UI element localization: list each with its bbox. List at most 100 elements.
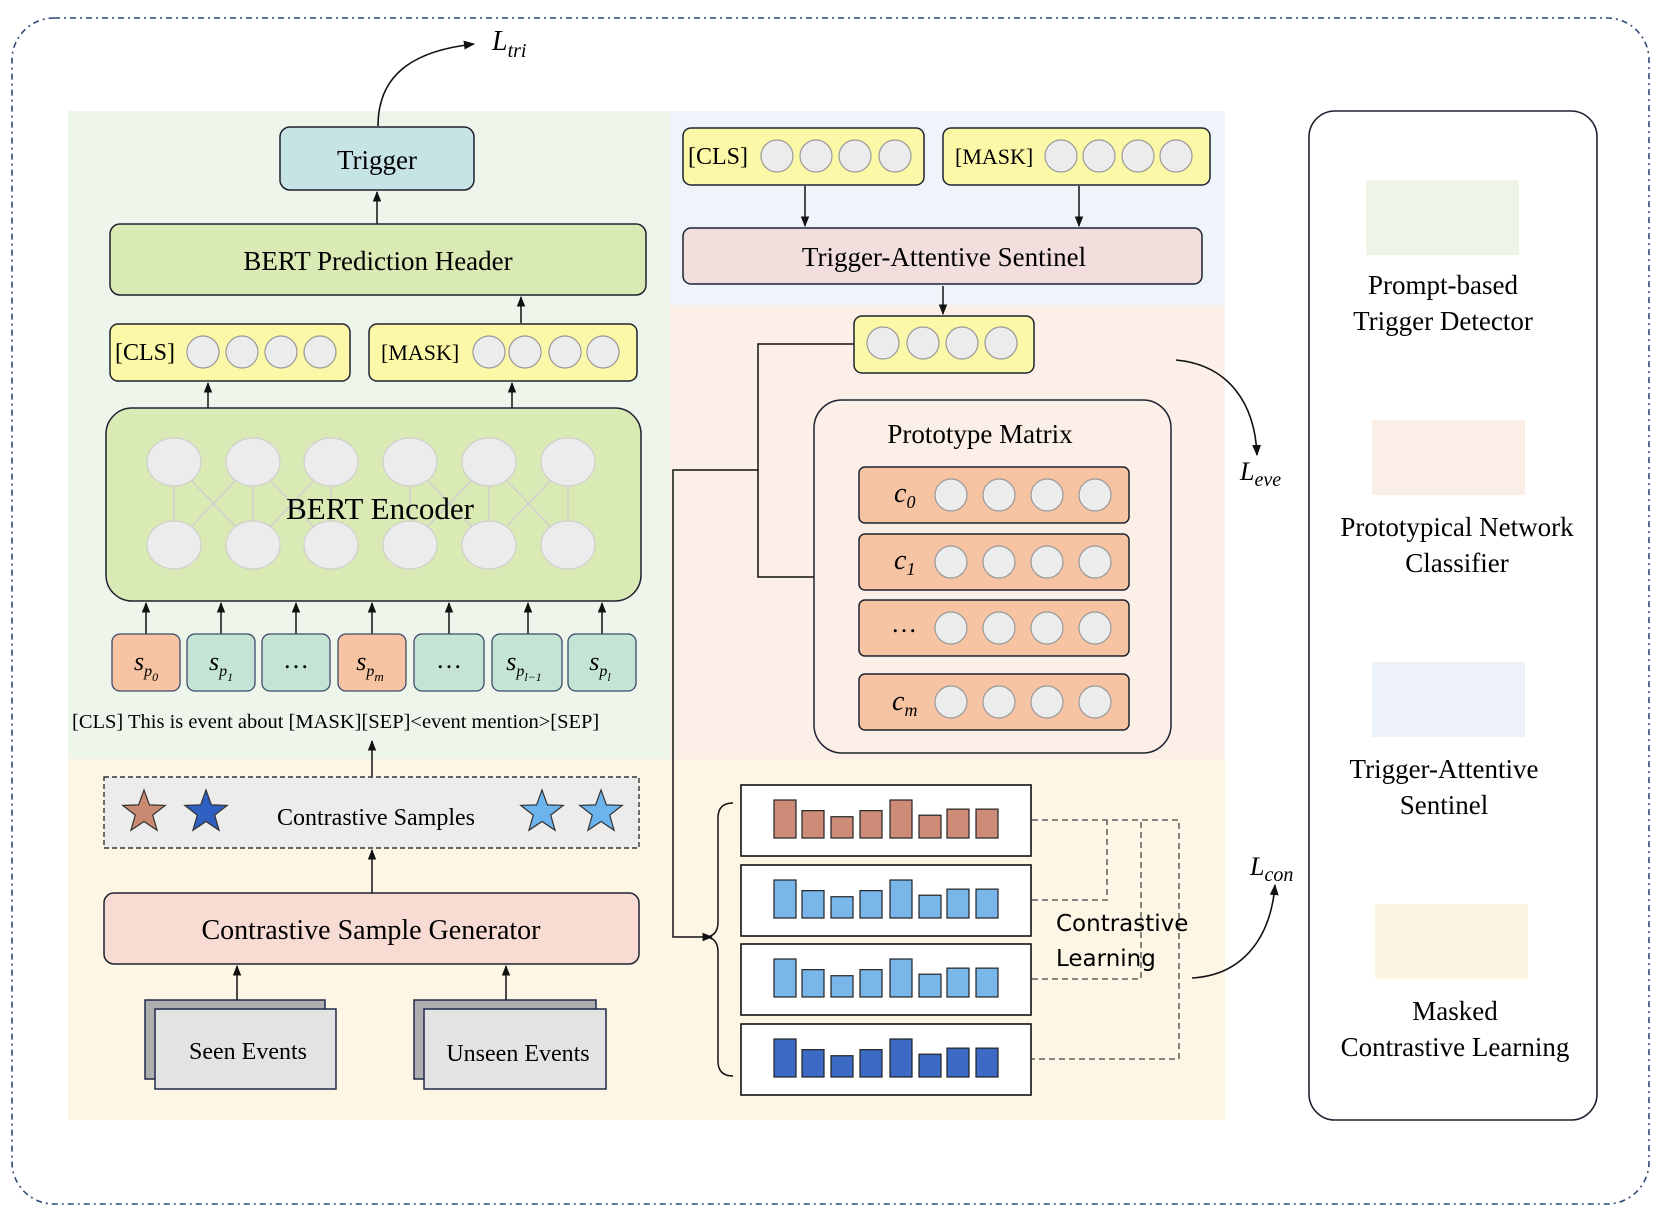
token-node	[984, 326, 1018, 360]
token-node	[1082, 139, 1116, 173]
prompt-token-p1	[186, 633, 256, 692]
token-node	[186, 335, 220, 369]
sample-bar-1-8	[975, 808, 999, 839]
sample-bar-3-2	[801, 969, 825, 998]
bars-layer	[773, 799, 999, 1078]
sample-bar-1-4	[859, 810, 883, 839]
sentinel-mask-label: [MASK]	[955, 144, 1033, 169]
sample-bar-4-4	[859, 1049, 883, 1078]
sample-bar-1-2	[801, 810, 825, 839]
sample-bar-3-4	[859, 969, 883, 998]
token-node	[472, 335, 506, 369]
token-node	[878, 139, 912, 173]
prompt-template: [CLS] This is event about [MASK][SEP]<ev…	[72, 711, 599, 733]
token-node	[586, 335, 620, 369]
legend-swatch-sentinel	[1372, 662, 1525, 737]
token-node	[1078, 611, 1112, 645]
contrastive-samples-label: Contrastive Samples	[277, 805, 475, 831]
sentinel-box	[682, 227, 1203, 285]
token-node	[1030, 611, 1064, 645]
token-node	[1121, 139, 1155, 173]
token-node	[982, 685, 1016, 719]
sample-bar-3-6	[918, 973, 942, 998]
prototype-matrix-label: Prototype Matrix	[887, 419, 1073, 449]
token-node	[945, 326, 979, 360]
sample-bar-3-1	[773, 958, 797, 998]
bert-header-label: BERT Prediction Header	[243, 246, 512, 276]
token-node	[982, 478, 1016, 512]
legend-swatch-proto	[1372, 420, 1525, 495]
prompt-token-ellipsis-2	[413, 633, 485, 692]
sample-bar-1-1	[773, 799, 797, 839]
sample-bar-2-4	[859, 890, 883, 919]
sample-bar-4-3	[830, 1055, 854, 1078]
seen-events-label: Seen Events	[189, 1039, 307, 1065]
token-ellipsis-label: …	[283, 645, 309, 674]
sentinel-label: Trigger-Attentive Sentinel	[802, 242, 1086, 272]
seen-events-box	[154, 1008, 337, 1090]
sample-bar-2-1	[773, 879, 797, 919]
mask-label: [MASK]	[381, 340, 459, 365]
prompt-token-pm	[337, 633, 407, 692]
sample-bar-2-5	[889, 879, 913, 919]
legend-prompt-line1: Prompt-based	[1368, 270, 1518, 300]
sample-generator-label: Contrastive Sample Generator	[201, 915, 541, 946]
legend-panel	[1308, 110, 1598, 1121]
token-node	[934, 611, 968, 645]
bert-encoder-label: BERT Encoder	[286, 491, 475, 526]
outer-frame	[11, 17, 1650, 1205]
sample-bar-2-8	[975, 888, 999, 919]
star-icon	[183, 788, 229, 832]
star-icon	[519, 788, 565, 832]
contrastive-learning-label-1: Contrastive	[1056, 911, 1188, 937]
legend-masked-line2: Contrastive Learning	[1341, 1032, 1570, 1062]
legend-proto-line2: Classifier	[1405, 548, 1508, 578]
sample-bar-2-6	[918, 894, 942, 919]
star-icon	[578, 788, 624, 832]
legend-masked-line1: Masked	[1412, 996, 1498, 1026]
contrastive-learning-label-2: Learning	[1056, 946, 1156, 972]
trigger-label: Trigger	[337, 145, 417, 175]
star-icon	[121, 788, 167, 832]
token-node	[906, 326, 940, 360]
loss-tri-label: Ltri	[491, 26, 526, 62]
cls-label: [CLS]	[115, 340, 175, 366]
prompt-token-pl-1	[491, 633, 563, 692]
token-node	[934, 545, 968, 579]
trigger-box	[279, 126, 475, 191]
sample-bar-4-5	[889, 1038, 913, 1078]
token-node	[264, 335, 298, 369]
token-node	[1044, 139, 1078, 173]
sentinel-cls-label: [CLS]	[688, 144, 748, 170]
token-node	[225, 335, 259, 369]
sample-bar-3-3	[830, 975, 854, 998]
token-node	[548, 335, 582, 369]
sample-bar-1-3	[830, 816, 854, 839]
token-node	[303, 335, 337, 369]
loss-eve-label: Leve	[1239, 457, 1281, 491]
token-node	[866, 326, 900, 360]
token-node	[1030, 685, 1064, 719]
sample-bar-3-8	[975, 967, 999, 998]
contrastive-dashed-lines	[1032, 819, 1180, 1060]
prompt-token-p0	[111, 633, 181, 692]
token-node	[934, 478, 968, 512]
token-node	[1078, 478, 1112, 512]
prototype-ellipsis-label: …	[891, 609, 917, 638]
token-node	[1030, 478, 1064, 512]
token-node	[508, 335, 542, 369]
legend-sentinel-line1: Trigger-Attentive	[1350, 754, 1539, 784]
sample-bar-2-2	[801, 890, 825, 919]
sample-bar-1-6	[918, 814, 942, 839]
token-node	[1159, 139, 1193, 173]
prompt-token-pl	[567, 633, 637, 692]
unseen-events-box	[423, 1008, 607, 1090]
bert-header-box	[109, 223, 647, 296]
token-node	[934, 685, 968, 719]
sample-bar-1-7	[946, 808, 970, 839]
unseen-events-label: Unseen Events	[446, 1041, 589, 1067]
token-node	[838, 139, 872, 173]
sample-bar-4-2	[801, 1049, 825, 1078]
token-ellipsis-2-label: …	[436, 645, 462, 674]
legend-prompt-line2: Trigger Detector	[1353, 306, 1533, 336]
